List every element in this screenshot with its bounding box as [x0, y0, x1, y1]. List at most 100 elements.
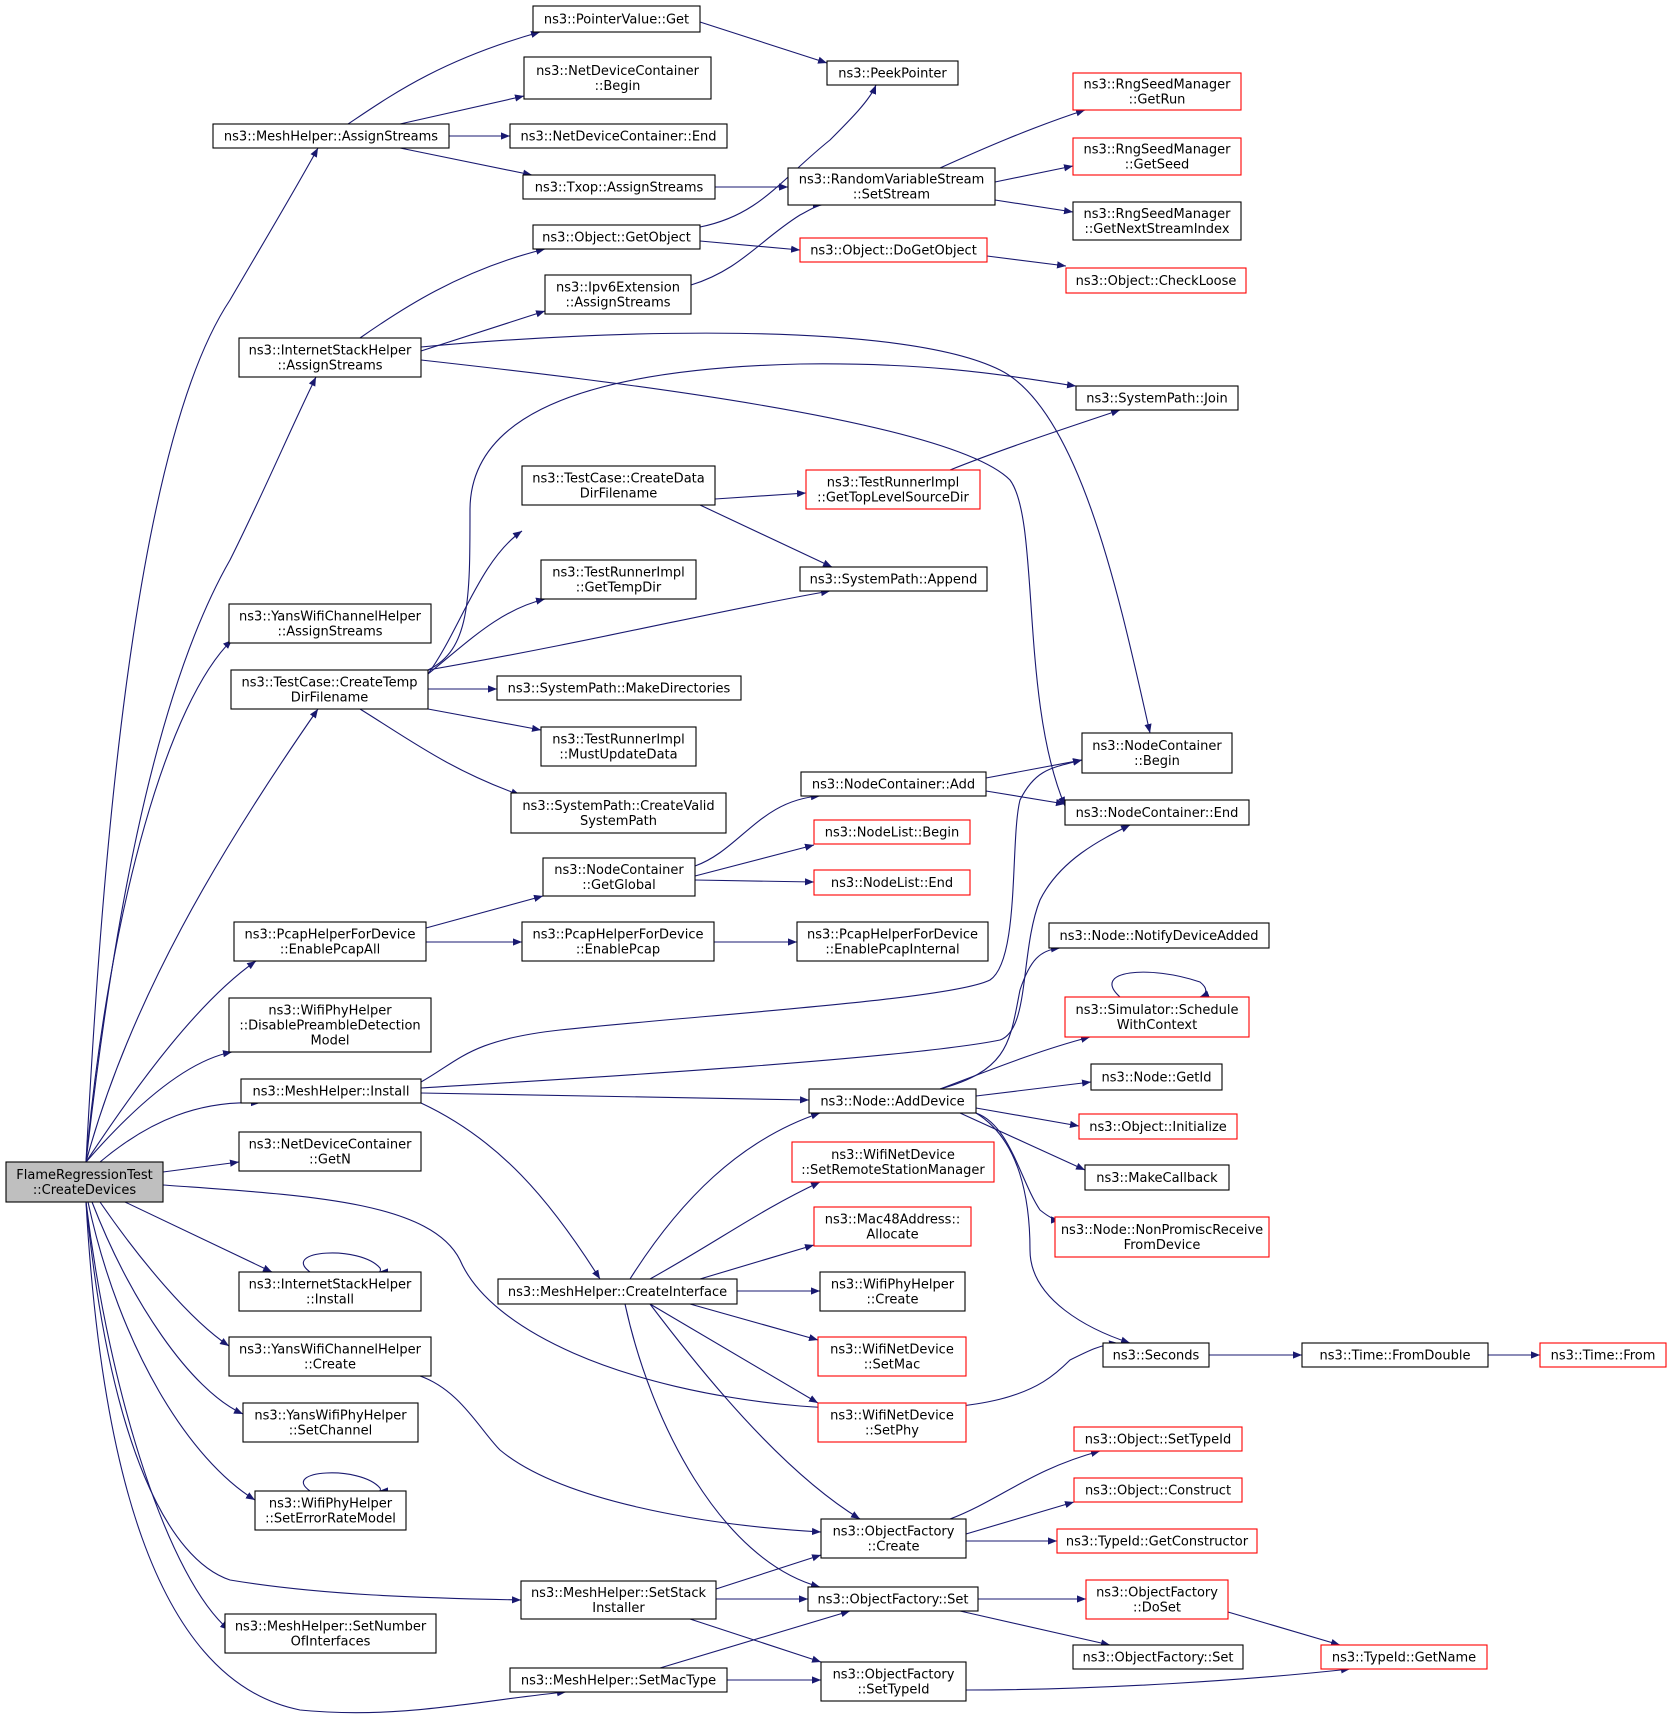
node-label: ::GetRun [1129, 93, 1186, 108]
node-label: ns3::PcapHelperForDevice [245, 928, 416, 943]
node-nl_end[interactable]: ns3::NodeList::End [813, 869, 971, 896]
node-wph_create[interactable]: ns3::WifiPhyHelper::Create [819, 1271, 966, 1312]
node-wnd_setphy[interactable]: ns3::WifiNetDevice::SetPhy [817, 1402, 967, 1443]
node-node_getid[interactable]: ns3::Node::GetId [1090, 1063, 1223, 1091]
node-nc_begin[interactable]: ns3::NodeContainer::Begin [1081, 732, 1233, 774]
node-label: ns3::Node::NonPromiscReceive [1061, 1223, 1263, 1238]
node-txop[interactable]: ns3::Txop::AssignStreams [522, 174, 716, 200]
node-nc_global[interactable]: ns3::NodeContainer::GetGlobal [542, 857, 696, 897]
node-obj_getobj[interactable]: ns3::Object::GetObject [532, 224, 701, 250]
node-of_settype[interactable]: ns3::ObjectFactory::SetTypeId [820, 1661, 967, 1702]
node-box [805, 469, 981, 510]
edge-root-to-mh_install [99, 1098, 261, 1163]
node-mh_setmac[interactable]: ns3::MeshHelper::SetMacType [509, 1667, 728, 1693]
node-tri_toplevel[interactable]: ns3::TestRunnerImpl::GetTopLevelSourceDi… [805, 469, 981, 510]
node-node_notify[interactable]: ns3::Node::NotifyDeviceAdded [1048, 922, 1270, 949]
node-of_doset[interactable]: ns3::ObjectFactory::DoSet [1085, 1579, 1229, 1620]
node-ish_assign[interactable]: ns3::InternetStackHelper::AssignStreams [238, 337, 422, 378]
node-tri_mustupd[interactable]: ns3::TestRunnerImpl::MustUpdateData [540, 726, 697, 767]
node-ipv6_assign[interactable]: ns3::Ipv6Extension::AssignStreams [544, 274, 692, 315]
node-mac48[interactable]: ns3::Mac48Address::Allocate [813, 1206, 972, 1247]
node-box [523, 56, 712, 100]
node-obj_settype[interactable]: ns3::Object::SetTypeId [1073, 1426, 1243, 1452]
node-box [532, 5, 701, 33]
node-label: ns3::ObjectFactory::Set [1082, 1651, 1233, 1666]
edge-obj_getobj-to-peek [699, 84, 877, 228]
node-time_from[interactable]: ns3::Time::From [1539, 1342, 1667, 1368]
edge-ish_assign-to-ipv6_assign [420, 310, 546, 352]
node-box [521, 465, 716, 506]
node-label: ns3::Object::GetObject [542, 231, 691, 246]
node-box [800, 771, 987, 797]
node-label: ns3::InternetStackHelper [249, 1278, 412, 1293]
node-rng_next[interactable]: ns3::RngSeedManager::GetNextStreamIndex [1072, 201, 1242, 241]
node-sp_join[interactable]: ns3::SystemPath::Join [1075, 385, 1239, 411]
node-ptr_get[interactable]: ns3::PointerValue::Get [532, 5, 701, 33]
node-label: ns3::PeekPointer [838, 67, 947, 82]
node-ywch_assign[interactable]: ns3::YansWifiChannelHelper::AssignStream… [228, 603, 432, 644]
node-tri_tempdir[interactable]: ns3::TestRunnerImpl::GetTempDir [540, 559, 697, 600]
node-rng_run[interactable]: ns3::RngSeedManager::GetRun [1072, 72, 1242, 111]
node-label: ns3::NodeList::End [831, 876, 953, 891]
edge-rvs_set-to-rng_next [994, 199, 1074, 215]
edge-node_adddev-to-node_notify [939, 945, 1061, 1090]
node-nc_add[interactable]: ns3::NodeContainer::Add [800, 771, 987, 797]
node-obj_construct[interactable]: ns3::Object::Construct [1073, 1477, 1243, 1503]
node-obj_init[interactable]: ns3::Object::Initialize [1078, 1113, 1238, 1140]
node-mh_assign[interactable]: ns3::MeshHelper::AssignStreams [212, 123, 450, 149]
node-ywph_setch[interactable]: ns3::YansWifiPhyHelper::SetChannel [242, 1402, 419, 1443]
node-tid_getctor[interactable]: ns3::TypeId::GetConstructor [1056, 1528, 1258, 1554]
node-obj_check[interactable]: ns3::Object::CheckLoose [1065, 267, 1247, 294]
node-box [819, 1271, 966, 1312]
node-sp_mkdirs[interactable]: ns3::SystemPath::MakeDirectories [496, 675, 742, 701]
node-of_create[interactable]: ns3::ObjectFactory::Create [820, 1518, 967, 1559]
node-tid_getname[interactable]: ns3::TypeId::GetName [1320, 1644, 1488, 1670]
node-node_adddev[interactable]: ns3::Node::AddDevice [808, 1088, 977, 1114]
node-seconds[interactable]: ns3::Seconds [1102, 1342, 1210, 1368]
node-time_fromdbl[interactable]: ns3::Time::FromDouble [1301, 1342, 1489, 1368]
node-rng_seed[interactable]: ns3::RngSeedManager::GetSeed [1072, 137, 1242, 176]
node-ywch_create[interactable]: ns3::YansWifiChannelHelper::Create [228, 1336, 432, 1377]
node-rvs_set[interactable]: ns3::RandomVariableStream::SetStream [787, 167, 996, 206]
node-wph_disable[interactable]: ns3::WifiPhyHelper::DisablePreambleDetec… [228, 997, 432, 1053]
node-sp_append[interactable]: ns3::SystemPath::Append [799, 566, 988, 592]
node-makecb[interactable]: ns3::MakeCallback [1084, 1164, 1230, 1191]
node-ndc_getn[interactable]: ns3::NetDeviceContainer::GetN [238, 1131, 422, 1172]
node-label: ::Begin [595, 79, 641, 94]
node-obj_doget[interactable]: ns3::Object::DoGetObject [799, 237, 988, 263]
node-nl_begin[interactable]: ns3::NodeList::Begin [813, 819, 971, 845]
node-label: ns3::WifiNetDevice [830, 1409, 954, 1424]
node-mh_createif[interactable]: ns3::MeshHelper::CreateInterface [497, 1278, 738, 1305]
node-wph_seterr[interactable]: ns3::WifiPhyHelper::SetErrorRateModel [254, 1490, 407, 1531]
node-ndc_end[interactable]: ns3::NetDeviceContainer::End [509, 123, 728, 149]
node-peek[interactable]: ns3::PeekPointer [826, 60, 959, 86]
node-of_set2[interactable]: ns3::ObjectFactory::Set [1072, 1644, 1244, 1670]
node-label: ::SetRemoteStationManager [801, 1163, 985, 1178]
node-box [813, 819, 971, 845]
node-ish_install[interactable]: ns3::InternetStackHelper::Install [238, 1271, 422, 1312]
node-phd_enable[interactable]: ns3::PcapHelperForDevice::EnablePcap [521, 921, 715, 962]
node-wnd_setrsm[interactable]: ns3::WifiNetDevice::SetRemoteStationMana… [791, 1141, 995, 1183]
edge-root-to-mh_setmac [85, 1201, 567, 1714]
node-root[interactable]: FlameRegressionTest::CreateDevices [5, 1161, 164, 1203]
node-mh_install[interactable]: ns3::MeshHelper::Install [240, 1078, 422, 1104]
node-wnd_setmac[interactable]: ns3::WifiNetDevice::SetMac [817, 1336, 967, 1377]
node-nc_end[interactable]: ns3::NodeContainer::End [1064, 799, 1250, 826]
edge-ipv6_assign-to-rvs_set [690, 201, 823, 286]
node-label: ::EnablePcapAll [280, 943, 380, 958]
node-label: ::DoSet [1133, 1601, 1181, 1616]
node-of_set[interactable]: ns3::ObjectFactory::Set [807, 1586, 979, 1612]
node-box [820, 1661, 967, 1702]
node-phd_all[interactable]: ns3::PcapHelperForDevice::EnablePcapAll [233, 921, 427, 962]
node-label: ns3::TestCase::CreateData [532, 472, 704, 487]
node-label: ::AssignStreams [277, 625, 382, 640]
node-ndc_begin[interactable]: ns3::NetDeviceContainer::Begin [523, 56, 712, 100]
node-phd_internal[interactable]: ns3::PcapHelperForDevice::EnablePcapInte… [796, 921, 989, 962]
